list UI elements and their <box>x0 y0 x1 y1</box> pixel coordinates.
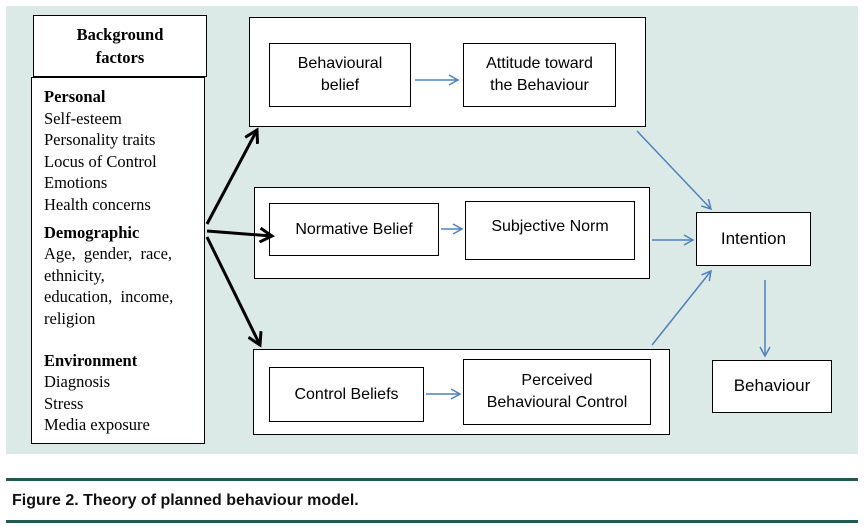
arrow-control-to-intention <box>651 269 712 346</box>
factor-item: Stress <box>44 393 84 413</box>
caption-rule-bottom <box>6 520 858 523</box>
behaviour-label: Behaviour <box>733 376 811 396</box>
intention-box <box>696 212 811 266</box>
background-factors-list-box <box>31 77 205 444</box>
arrow-background-to-norm <box>206 231 272 236</box>
factor-item: Emotions <box>44 173 108 193</box>
subjective-norm-box <box>465 201 635 260</box>
group-heading-personal: Personal <box>44 87 106 106</box>
factor-item: ethnicity, <box>44 265 105 285</box>
attitude-label: Attitude toward the Behaviour <box>486 55 593 94</box>
perceived-control-box <box>463 359 651 425</box>
control-beliefs-label: Control Beliefs <box>294 385 399 403</box>
factor-item: Personality traits <box>44 130 156 150</box>
normative-belief-box <box>269 203 439 256</box>
control-beliefs-box <box>269 367 424 422</box>
caption-rule-top <box>6 478 858 481</box>
normative-belief-label: Normative Belief <box>295 220 413 238</box>
factor-item: Locus of Control <box>44 151 157 171</box>
subjective-norm-label: Subjective Norm <box>491 217 609 235</box>
arrow-background-to-control <box>205 236 260 345</box>
factor-item: religion <box>44 308 96 328</box>
behavioural-belief-box <box>269 43 411 107</box>
factor-item: Diagnosis <box>44 372 110 392</box>
behaviour-box <box>712 360 832 413</box>
background-factors-list: Personal Self-esteem Personality traits … <box>44 86 204 436</box>
group-heading-demographic: Demographic <box>44 222 140 242</box>
intention-label: Intention <box>720 228 787 248</box>
attitude-box <box>463 43 616 107</box>
behavioural-belief-label: Behavioural belief <box>297 55 383 94</box>
factor-item: Media exposure <box>44 415 150 435</box>
factor-item: Self-esteem <box>44 108 122 128</box>
background-factors-title-box <box>33 15 207 77</box>
figure-caption: Figure 2. Theory of planned behaviour mo… <box>12 492 359 509</box>
arrow-attitude-to-intention <box>636 130 713 211</box>
factor-item: Age, gender, race, <box>44 244 173 264</box>
group-heading-environment: Environment <box>44 350 138 370</box>
arrow-background-to-attitude <box>205 130 257 225</box>
background-factors-title: Background factors <box>76 25 164 67</box>
factor-item: Health concerns <box>44 194 151 214</box>
perceived-control-label: Perceived Behavioural Control <box>486 372 628 411</box>
factor-item: education, income, <box>44 287 174 307</box>
